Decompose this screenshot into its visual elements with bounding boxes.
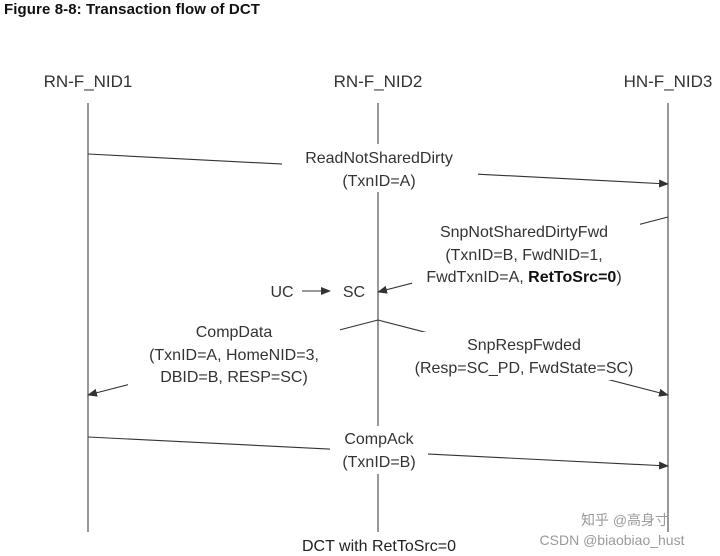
- msg-compdata-params2: DBID=B, RESP=SC): [160, 369, 308, 386]
- msg-compdata-name: CompData: [196, 324, 273, 341]
- figure-title: Figure 8-8: Transaction flow of DCT: [4, 1, 261, 18]
- node-hn-f-nid3: HN-F_NID3: [624, 72, 713, 91]
- msg-snpresp-params: (Resp=SC_PD, FwdState=SC): [415, 360, 634, 377]
- msg-snp-params2: FwdTxnID=A, RetToSrc=0): [426, 269, 621, 286]
- label-bg-compack: [330, 426, 428, 474]
- msg-compack-txnid: (TxnID=B): [342, 454, 415, 471]
- msg-read-txnid: (TxnID=A): [342, 173, 415, 190]
- ret-to-src-bold: RetToSrc=0: [528, 269, 616, 286]
- state-from-uc: UC: [270, 284, 293, 301]
- diagram-caption: DCT with RetToSrc=0: [302, 538, 456, 555]
- label-bg-compdata: [128, 322, 340, 388]
- label-bg-snpresp: [400, 332, 650, 380]
- state-to-sc: SC: [343, 284, 365, 301]
- node-rn-f-nid2: RN-F_NID2: [334, 72, 423, 91]
- msg-compdata-params1: (TxnID=A, HomeNID=3,: [149, 347, 319, 364]
- node-rn-f-nid1: RN-F_NID1: [44, 72, 133, 91]
- watermark-zhihu: 知乎 @高身寸: [581, 512, 669, 528]
- msg-read-name: ReadNotSharedDirty: [305, 150, 453, 167]
- label-bg-snp: [412, 220, 640, 290]
- msg-snpresp-name: SnpRespFwded: [467, 337, 581, 354]
- msg-snp-params1: (TxnID=B, FwdNID=1,: [445, 247, 602, 264]
- label-bg-read: [282, 144, 478, 192]
- msg-snp-name: SnpNotSharedDirtyFwd: [440, 224, 608, 241]
- watermark-csdn: CSDN @biaobiao_hust: [540, 532, 685, 548]
- msg-compack-name: CompAck: [344, 431, 414, 448]
